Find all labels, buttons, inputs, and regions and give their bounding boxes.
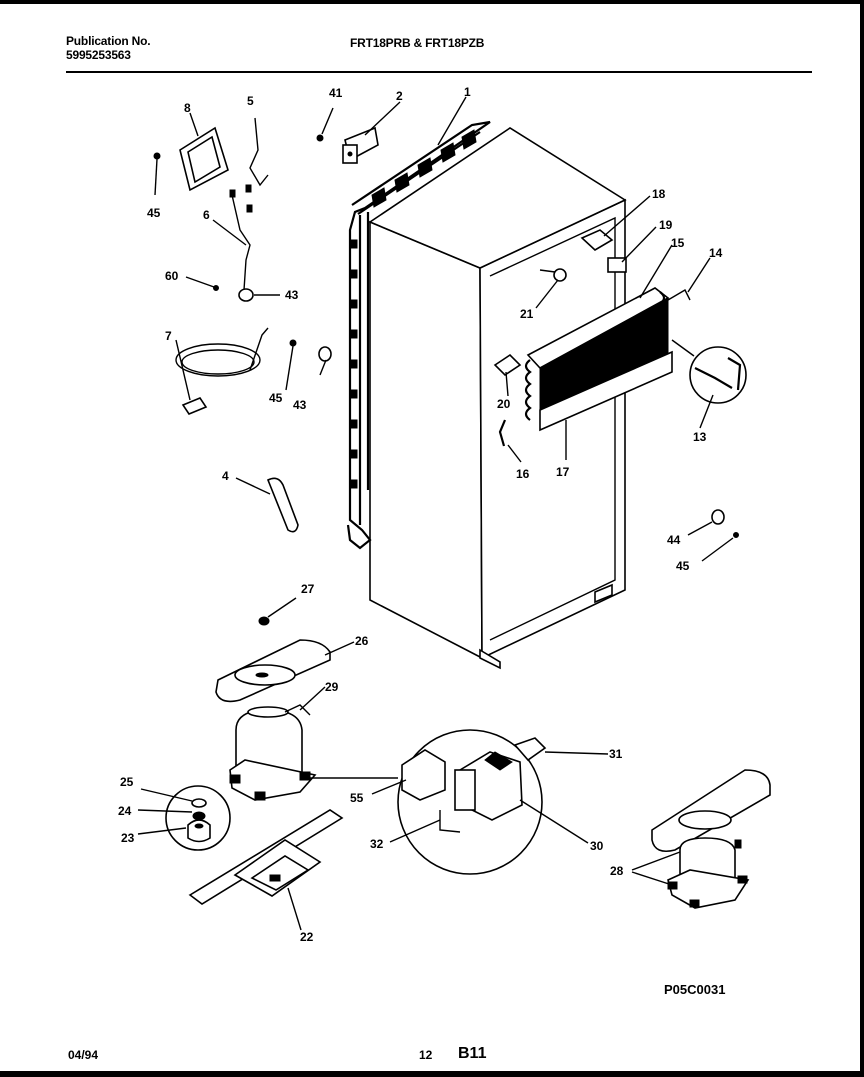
callout-43-lower: 43	[293, 398, 307, 412]
callout-2: 2	[396, 89, 403, 103]
section-code: B11	[458, 1045, 487, 1062]
callout-45-middle: 45	[269, 391, 283, 405]
cabinet-drawing	[368, 127, 627, 670]
callout-26: 26	[355, 634, 369, 648]
callout-30: 30	[590, 839, 604, 853]
callout-25: 25	[120, 775, 134, 789]
evaporator-drawing	[524, 287, 691, 432]
publication-number: 5995253563	[66, 48, 131, 62]
callout-7: 7	[165, 329, 172, 343]
callout-14: 14	[709, 246, 723, 260]
publication-label: Publication No.	[66, 34, 151, 48]
callout-15: 15	[671, 236, 685, 250]
callout-29: 29	[325, 680, 339, 694]
grommet-inset-detail	[165, 785, 231, 851]
callout-45-upper: 45	[147, 206, 161, 220]
callout-44: 44	[667, 533, 681, 547]
callout-28: 28	[610, 864, 624, 878]
callout-13: 13	[693, 430, 707, 444]
small-parts-upper	[153, 107, 379, 626]
callout-4: 4	[222, 469, 229, 483]
callout-45-right: 45	[676, 559, 690, 573]
figure-id: P05C0031	[664, 982, 726, 997]
compressor-alternate-drawing	[651, 769, 771, 909]
compressor-assembly-drawing	[215, 639, 398, 801]
callout-6: 6	[203, 208, 210, 222]
callout-31: 31	[609, 747, 623, 761]
callout-17: 17	[556, 465, 570, 479]
model-numbers: FRT18PRB & FRT18PZB	[350, 36, 485, 50]
page-number: 12	[419, 1048, 433, 1062]
electrical-inset-detail	[397, 729, 547, 875]
callout-55: 55	[350, 791, 364, 805]
callout-1: 1	[464, 85, 471, 99]
callout-22: 22	[300, 930, 314, 944]
callout-20: 20	[497, 397, 511, 411]
inset-detail-13	[671, 339, 747, 404]
callout-19: 19	[659, 218, 673, 232]
leader-lines	[137, 96, 714, 931]
page-border-right	[860, 0, 864, 1077]
callout-24: 24	[118, 804, 132, 818]
callout-5: 5	[247, 94, 254, 108]
callout-labels: 1 2 4 5 6 7 8 13 14 15 16 17 18 19 20 21…	[118, 85, 723, 944]
footer-date: 04/94	[68, 1048, 99, 1062]
callout-21: 21	[520, 307, 534, 321]
callout-8: 8	[184, 101, 191, 115]
page-border-bottom	[0, 1071, 864, 1077]
callout-60: 60	[165, 269, 179, 283]
callout-16: 16	[516, 467, 530, 481]
page-border-top	[0, 0, 864, 4]
callout-43-upper: 43	[285, 288, 299, 302]
callout-32: 32	[370, 837, 384, 851]
header-rule	[66, 71, 812, 73]
callout-27: 27	[301, 582, 315, 596]
callout-23: 23	[121, 831, 135, 845]
callout-41: 41	[329, 86, 343, 100]
callout-18: 18	[652, 187, 666, 201]
condenser-coil-drawing	[346, 120, 491, 550]
base-rail-drawing	[188, 809, 344, 905]
